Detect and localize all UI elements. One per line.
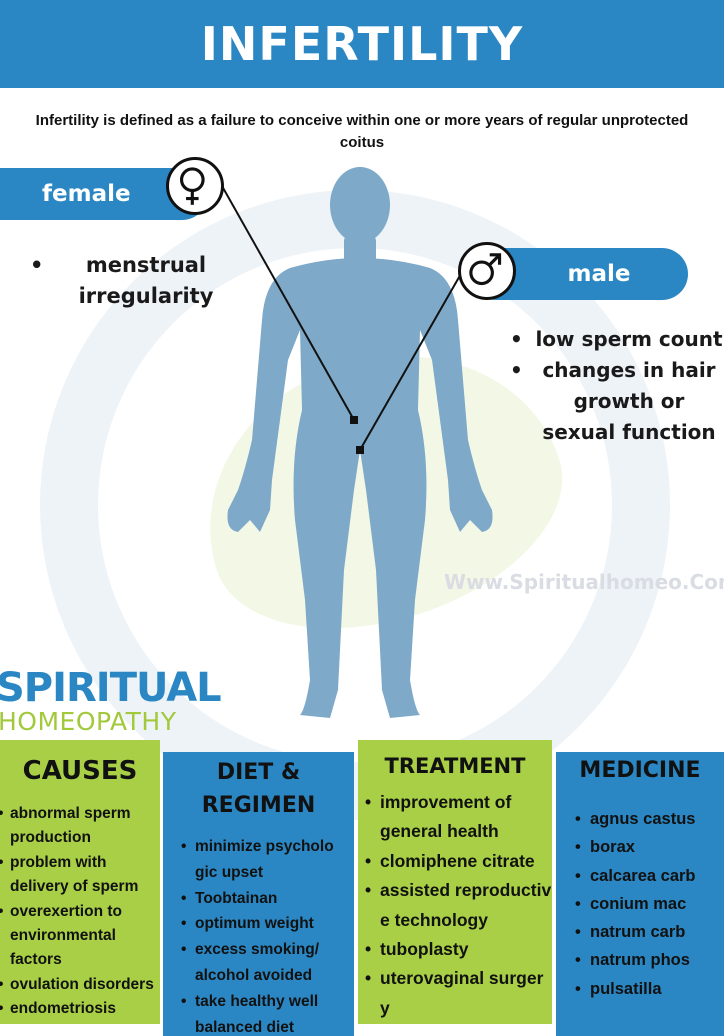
diet-list: minimize psycholo gic upset Toobtainan o… [181, 834, 354, 1036]
list-item: excess smoking/ alcohol avoided [181, 937, 354, 989]
logo-spiritual: SPIRITUAL [0, 665, 222, 711]
human-body-figure [227, 167, 493, 718]
section-title: MEDICINE [579, 758, 701, 783]
diet-regimen-panel: DIET & REGIMEN minimize psycholo gic ups… [163, 752, 354, 1036]
list-item: abnormal sperm production [0, 802, 160, 851]
page-title: INFERTILITY [200, 17, 524, 71]
medicine-list: agnus castus borax calcarea carb conium … [575, 805, 724, 1004]
section-title: DIET & REGIMEN [201, 760, 316, 818]
list-item: natrum carb [575, 918, 724, 947]
list-item: borax [575, 833, 724, 862]
list-item: minimize psycholo gic upset [181, 834, 354, 886]
definition-text: Infertility is defined as a failure to c… [35, 112, 689, 151]
medicine-panel: MEDICINE agnus castus borax calcarea car… [556, 752, 724, 1036]
list-item: conium mac [575, 890, 724, 919]
causes-panel: CAUSES abnormal sperm production problem… [0, 740, 160, 1024]
male-label: male [567, 261, 631, 287]
list-item: take healthy well balanced diet [181, 989, 354, 1036]
list-item: problem with delivery of sperm [0, 851, 160, 900]
header-banner: INFERTILITY [0, 0, 724, 88]
list-item: pulsatilla [575, 975, 724, 1004]
list-item: uterovaginal surger y [365, 964, 552, 1023]
list-item: overexertion to environmental factors [0, 900, 160, 973]
list-item: clomiphene citrate [365, 847, 552, 877]
website-watermark: Www.Spiritualhomeo.Com [444, 570, 724, 594]
female-label: female [42, 181, 131, 207]
treatment-list: improvement of general health clomiphene… [365, 788, 552, 1023]
list-item: menstrual irregularity [26, 250, 226, 312]
list-item: natrum phos [575, 946, 724, 975]
female-symbol-icon [166, 157, 224, 215]
male-symbol-icon [458, 242, 516, 300]
list-item: Toobtainan [181, 886, 354, 912]
section-title: TREATMENT [384, 754, 526, 778]
list-item: low sperm count [510, 324, 724, 355]
list-item: optimum weight [181, 911, 354, 937]
list-item: agnus castus [575, 805, 724, 834]
list-item: assisted reproductiv e technology [365, 876, 552, 935]
list-item: improvement of general health [365, 788, 552, 847]
logo-homeopathy: HOMEOPATHY [0, 707, 177, 736]
section-title: CAUSES [22, 756, 138, 786]
list-item: ovulation disorders [0, 973, 160, 998]
list-item: endometriosis [0, 997, 160, 1022]
causes-list: abnormal sperm production problem with d… [0, 802, 160, 1022]
list-item: calcarea carb [575, 862, 724, 891]
treatment-panel: TREATMENT improvement of general health … [358, 740, 552, 1024]
list-item: changes in hair growth or sexual functio… [510, 355, 724, 448]
female-symptom-list: menstrual irregularity [26, 250, 226, 312]
list-item: tuboplasty [365, 935, 552, 965]
male-symptom-list: low sperm count changes in hair growth o… [510, 324, 724, 448]
